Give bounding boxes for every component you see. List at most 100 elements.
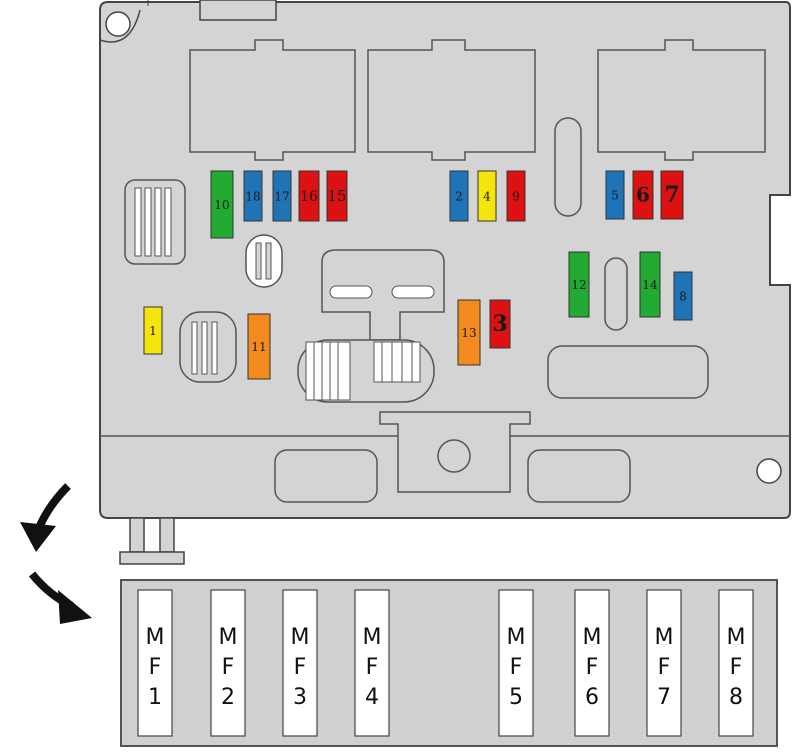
maxi-fuse-label: M (727, 625, 746, 650)
relay-socket-3 (597, 39, 766, 161)
slot (554, 117, 582, 217)
fuse-body (605, 170, 625, 220)
maxi-fuse-label: F (730, 655, 743, 680)
fuse-9: 9 (506, 170, 526, 222)
maxi-fuse-label: F (366, 655, 379, 680)
fuse-body (247, 313, 271, 380)
maxi-fuse-label: M (583, 625, 602, 650)
fuse-body (210, 170, 234, 239)
fuse-body (506, 170, 526, 222)
maxi-fuse-label: F (222, 655, 235, 680)
fuse-body (243, 170, 263, 222)
fuse-label: 12 (571, 278, 586, 292)
maxi-fuse-5: MF 5 (498, 589, 534, 737)
fuse-17: 17 (272, 170, 292, 222)
maxi-fuse-label: M (291, 625, 310, 650)
fuse-18: 18 (243, 170, 263, 222)
mounting-hole (105, 11, 131, 37)
fuse-7: 7 (660, 170, 684, 220)
maxi-fuse-label: F (149, 655, 162, 680)
maxi-fuse-body (718, 589, 754, 737)
fuse-body (632, 170, 654, 220)
maxi-fuse-label: M (363, 625, 382, 650)
maxi-fuse-body (282, 589, 318, 737)
fuse-2: 2 (449, 170, 469, 222)
fuse-body (568, 251, 590, 318)
grip-mid-left (179, 311, 237, 383)
fuse-label: 1 (149, 324, 157, 338)
maxi-fuse-body (574, 589, 610, 737)
bottom-pad-left (274, 449, 378, 503)
fuse-1: 1 (143, 306, 163, 355)
fuse-body (660, 170, 684, 220)
maxi-fuse-label: M (507, 625, 526, 650)
fuse-body (477, 170, 497, 222)
fuse-11: 11 (247, 313, 271, 380)
maxi-fuse-label: F (658, 655, 671, 680)
large-socket (547, 345, 709, 399)
maxi-fuse-8: MF 8 (718, 589, 754, 737)
fuse-6: 6 (632, 170, 654, 220)
maxi-fuse-3: MF3 (282, 589, 318, 737)
maxi-fuse-label: M (219, 625, 238, 650)
mounting-hole (756, 458, 782, 484)
fuse-3: 3 (489, 299, 511, 349)
fuse-16: 16 (298, 170, 320, 222)
fuse-8: 8 (673, 271, 693, 321)
relay-socket-2 (367, 39, 536, 161)
fuse-label: 17 (274, 190, 289, 204)
fuse-body (489, 299, 511, 349)
fuse-4: 4 (477, 170, 497, 222)
maxi-fuse-body (498, 589, 534, 737)
fuse-body (298, 170, 320, 222)
fuse-10: 10 (210, 170, 234, 239)
grip-small (245, 234, 283, 288)
central-connector (321, 249, 445, 341)
fuse-label: 8 (679, 290, 687, 304)
top-tab (199, 0, 277, 21)
fuse-body (457, 299, 481, 366)
bottom-pad-right (527, 449, 631, 503)
maxi-fuse-label: 2 (221, 685, 235, 710)
fuse-label: 11 (251, 340, 266, 354)
fuse-15: 15 (326, 170, 348, 222)
fuse-body (272, 170, 292, 222)
maxi-fuse-6: MF 6 (574, 589, 610, 737)
fuse-13: 13 (457, 299, 481, 366)
maxi-fuse-label: 5 (509, 685, 523, 710)
fuse-label: 5 (611, 189, 619, 203)
fuse-body (673, 271, 693, 321)
grip-left (124, 179, 186, 265)
maxi-fuse-label: 8 (729, 685, 743, 710)
maxi-fuse-body (210, 589, 246, 737)
maxi-fuse-label: M (146, 625, 165, 650)
maxi-fuse-label: 6 (585, 685, 599, 710)
slot (604, 257, 628, 331)
fuse-label: 16 (300, 189, 318, 205)
fuse-body (449, 170, 469, 222)
maxi-fuse-label: F (586, 655, 599, 680)
maxi-fuse-body (354, 589, 390, 737)
fuse-14: 14 (639, 251, 661, 318)
bottom-pegs (119, 517, 185, 565)
maxi-fuse-4: MF4 (354, 589, 390, 737)
fuse-label: 9 (512, 190, 520, 204)
latch-hole (437, 439, 471, 473)
fuse-12: 12 (568, 251, 590, 318)
maxi-fuse-label: F (510, 655, 523, 680)
fuse-label: 10 (214, 198, 229, 212)
arrow-down-right-icon (28, 571, 92, 624)
fuse-label: 18 (245, 190, 260, 204)
fuse-label: 13 (461, 326, 476, 340)
fuse-label: 14 (642, 278, 658, 292)
maxi-fuse-label: M (655, 625, 674, 650)
maxi-fuse-7: MF7 (646, 589, 682, 737)
maxi-fuse-body (646, 589, 682, 737)
maxi-fuse-body (137, 589, 173, 737)
maxi-fuse-1: MF1 (137, 589, 173, 737)
fuse-body (143, 306, 163, 355)
maxi-fuse-2: MF 2 (210, 589, 246, 737)
